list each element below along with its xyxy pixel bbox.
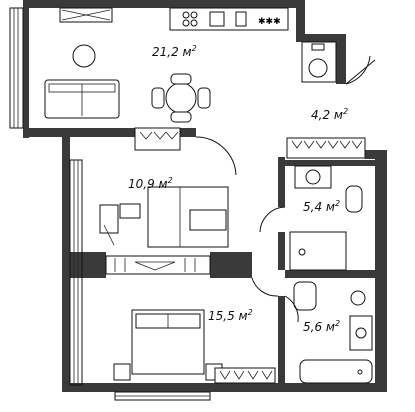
room-area-bedroom-large: 15,5 м2 [208,308,253,323]
wardrobe-living [134,127,181,151]
dining-table [151,73,211,123]
toilet-hall [301,41,337,83]
bed-single [147,186,229,248]
door-swing-bathroom [259,206,286,233]
exterior-walls [23,0,387,392]
desk-chair [99,203,141,246]
bathroom2-fixtures [293,281,373,384]
tv-console [59,7,113,23]
room-area-bathroom-2: 5,6 м2 [303,319,340,334]
wardrobe-bedroom-small [105,255,211,275]
kitchen-counter: ✱✱✱ [169,7,289,31]
door-swing-bedroom-small [195,136,237,176]
door-swing-bathroom2 [284,295,299,323]
room-area-bedroom-small: 10,9 м2 [128,176,173,191]
bathroom-fixtures [289,165,363,271]
sofa [44,79,120,119]
room-area-bathroom: 5,4 м2 [303,199,340,214]
bed-double [113,309,223,381]
room-area-hall: 4,2 м2 [311,107,348,122]
svg-text:✱✱✱: ✱✱✱ [258,17,281,27]
window-bottom [114,391,211,401]
door-swing-bedroom-large [251,277,279,297]
wardrobe-bedroom-large [214,367,276,384]
coffee-table [72,44,96,68]
entrance-door-swing [345,55,371,85]
window-left-upper [9,7,24,129]
room-area-living-kitchen: 21,2 м2 [152,44,197,59]
hall-wardrobe [286,137,366,159]
window-left-lower [69,159,83,386]
